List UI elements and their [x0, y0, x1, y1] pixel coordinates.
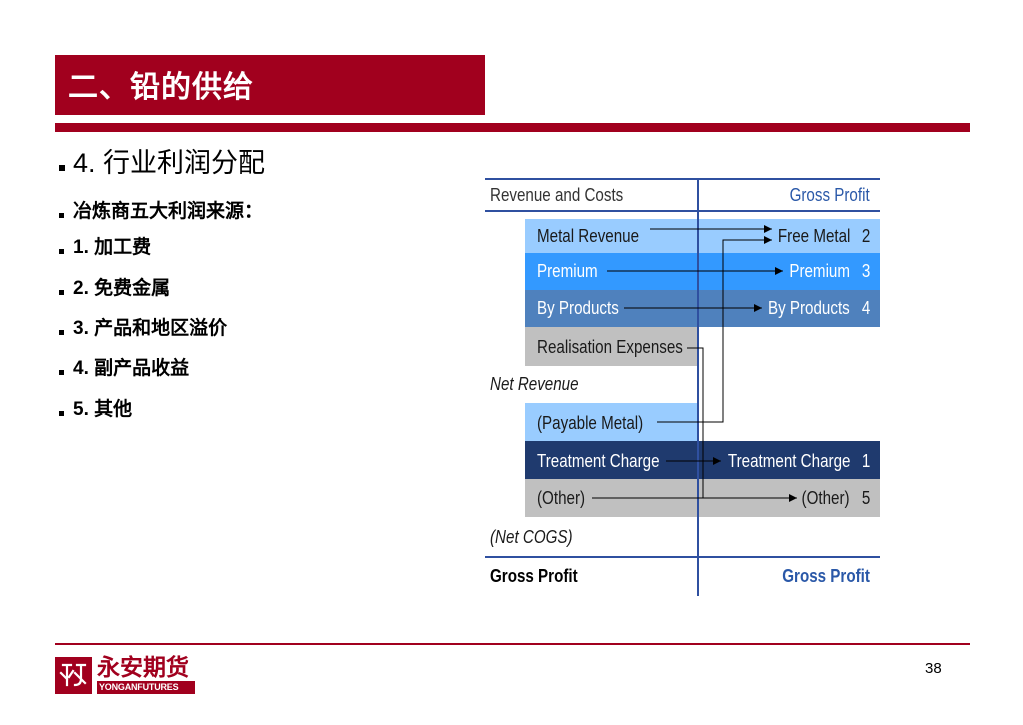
bullet-text: 1. 加工费	[73, 237, 152, 258]
band-realisation-expenses	[525, 327, 697, 366]
yongan-logo-icon	[55, 657, 92, 694]
footer-divider	[55, 643, 970, 645]
label-premium: Premium	[537, 260, 598, 281]
label-by-products-profit: By Products	[768, 297, 850, 318]
header-gross-profit: Gross Profit	[789, 184, 870, 205]
page-number: 38	[925, 660, 942, 677]
label-net-cogs: (Net COGS)	[490, 526, 573, 547]
slide-title: 二、铅的供给	[68, 71, 254, 104]
label-payable-metal: (Payable Metal)	[537, 412, 644, 433]
label-other: (Other)	[537, 487, 586, 508]
label-treatment-charge: Treatment Charge	[537, 450, 660, 471]
number-premium: 3	[861, 260, 870, 281]
profit-flow-diagram: Revenue and Costs Gross Profit Metal Rev…	[485, 178, 880, 596]
number-treatment-charge: 1	[861, 450, 870, 471]
bullet-square-icon	[59, 370, 64, 375]
diagram-header-rule	[485, 210, 880, 212]
number-by-products: 4	[861, 297, 870, 318]
flow-arrows	[592, 225, 797, 502]
label-gross-profit-right: Gross Profit	[782, 565, 870, 586]
bullet-text: 4. 行业利润分配	[73, 148, 266, 178]
diagram-total-rule	[485, 556, 880, 558]
label-other-profit: (Other)	[801, 487, 850, 508]
connector-realisation-expenses	[687, 347, 704, 498]
label-metal-revenue: Metal Revenue	[537, 225, 640, 246]
diagram-top-rule	[485, 178, 880, 180]
bullet-text: 冶炼商五大利润来源：	[73, 201, 264, 222]
bullet-square-icon	[59, 411, 64, 416]
header-revenue-and-costs: Revenue and Costs	[490, 184, 624, 205]
bullet-square-icon	[59, 249, 64, 254]
number-free-metal: 2	[861, 225, 870, 246]
title-divider	[55, 123, 970, 132]
label-free-metal: Free Metal	[777, 225, 850, 246]
number-other: 5	[861, 487, 870, 508]
title-bar: 二、铅的供给	[55, 55, 485, 115]
label-by-products: By Products	[537, 297, 619, 318]
label-gross-profit-left: Gross Profit	[490, 565, 578, 586]
bullet-square-icon	[59, 213, 64, 218]
bullet-square-icon	[59, 330, 64, 335]
band-metal-revenue	[525, 219, 880, 253]
logo-english-bar: YONGANFUTURES	[97, 681, 195, 694]
label-treatment-charge-profit: Treatment Charge	[727, 450, 850, 471]
arrow-payable-metal	[657, 236, 772, 423]
bullet-text: 4. 副产品收益	[73, 358, 190, 379]
label-premium-profit: Premium	[789, 260, 850, 281]
bullet-text: 5. 其他	[73, 399, 133, 420]
company-logo: 永安期货 YONGANFUTURES	[55, 655, 195, 695]
label-realisation-expenses: Realisation Expenses	[537, 336, 683, 357]
logo-chinese-name: 永安期货	[97, 654, 189, 680]
diagram-column-divider	[697, 178, 699, 596]
logo-english-name: YONGANFUTURES	[99, 682, 179, 692]
bullet-square-icon	[59, 165, 65, 171]
bullet-square-icon	[59, 290, 64, 295]
bullet-text: 2. 免费金属	[73, 278, 171, 299]
label-net-revenue: Net Revenue	[490, 373, 579, 394]
bullet-text: 3. 产品和地区溢价	[73, 318, 228, 339]
